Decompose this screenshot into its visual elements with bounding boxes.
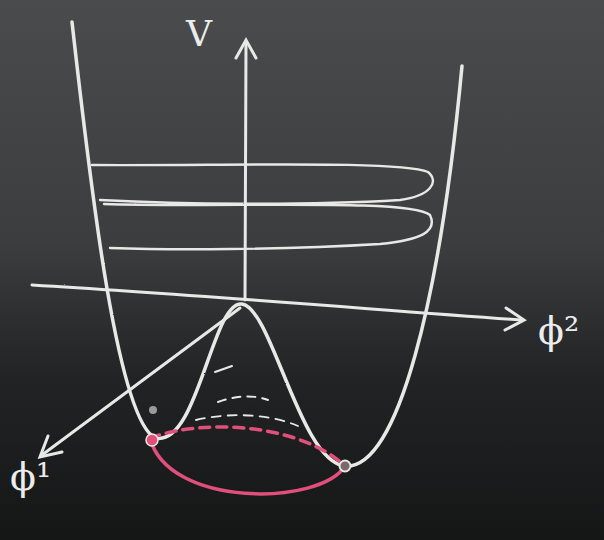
v-axis-arrowhead [236, 40, 256, 58]
vacuum-point [340, 461, 351, 472]
chalk-smudge [149, 406, 157, 414]
phi1-axis [42, 308, 240, 455]
hidden-contour [218, 396, 268, 402]
hidden-contour [215, 366, 232, 372]
axis-label-phi1: ϕ¹ [10, 458, 51, 496]
phi1-axis-arrowhead [40, 436, 62, 457]
level-slice [104, 204, 432, 249]
phi2-axis [32, 285, 522, 320]
level-slice [92, 164, 433, 203]
axis-label-v: V [186, 16, 212, 52]
axis-label-phi2: ϕ² [538, 312, 579, 350]
hidden-contour [196, 415, 298, 426]
phi2-axis-arrowhead [505, 308, 524, 330]
vacuum-point [146, 434, 158, 446]
v-axis [245, 42, 246, 300]
vacuum-ring-back [150, 427, 345, 466]
potential-curve [72, 22, 462, 466]
